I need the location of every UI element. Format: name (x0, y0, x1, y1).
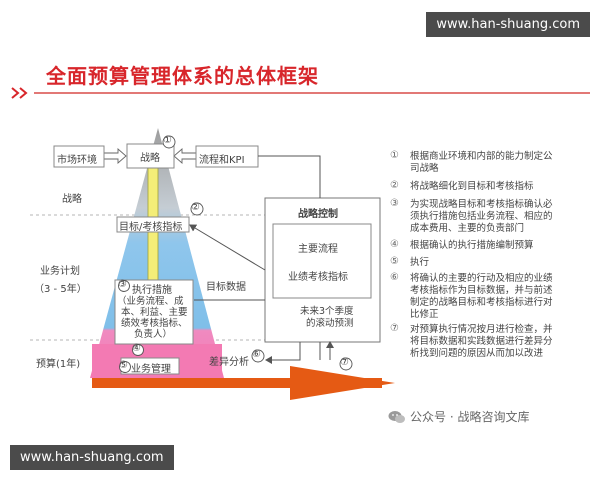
exec-measures-label: 执行措施 (132, 285, 172, 296)
step-7-line-3: 析找到问题的原因从而加以改进 (410, 348, 544, 359)
marker-4: ④ (132, 343, 141, 354)
page-title: 全面预算管理体系的总体框架 (46, 64, 319, 88)
watermark-bottom: www.han-shuang.com (10, 445, 174, 470)
timeline-arrow (92, 366, 395, 400)
title-arrow-icon (11, 87, 28, 99)
step-3-number: ③ (390, 198, 399, 209)
step-2-line-1: 将战略细化到目标和考核指标 (410, 181, 534, 192)
business-plan-years-label: （3 - 5年） (34, 284, 87, 295)
step-6-line-3: 制定的战略目标和考核指标进行对 (410, 297, 553, 308)
wechat-brand: 公众号 · 战略咨询文库 (388, 408, 529, 425)
target-data-label: 目标数据 (206, 282, 246, 293)
measures-detail-4: 负责人） (134, 329, 173, 340)
watermark-top: www.han-shuang.com (426, 12, 590, 37)
step-5-line-1: 执行 (410, 257, 430, 268)
kpi-label: 业绩考核指标 (288, 272, 348, 283)
marker-7: ⑦ (340, 357, 349, 368)
marker-2: ② (191, 202, 200, 213)
step-2-number: ② (390, 180, 399, 191)
step-3-line-1: 为实现战略目标和考核指标确认必 (410, 199, 553, 210)
brand-text: 公众号 · 战略咨询文库 (410, 410, 530, 424)
marker-1: ① (163, 135, 172, 146)
budget-year-label: 预算(1年) (36, 359, 81, 370)
target-kpi-label: 目标/考核指标 (119, 222, 183, 233)
business-plan-label: 业务计划 (40, 266, 80, 277)
step-1-number: ① (390, 150, 399, 161)
marker-6: ⑥ (252, 349, 261, 360)
step-1-line-2: 司战略 (410, 163, 439, 174)
measures-detail-3: 绩效考核指标、 (121, 318, 188, 329)
main-process-label: 主要流程 (298, 244, 338, 255)
measures-detail-1: （业务流程、成 (117, 296, 184, 307)
market-environment-label: 市场环境 (57, 155, 97, 166)
measures-detail-2: 本、利益、主要 (121, 307, 188, 318)
business-mgmt-label: 业务管理 (131, 364, 171, 375)
process-kpi-label: 流程和KPI (199, 155, 245, 166)
step-6-line-2: 考核指标作为目标数据，并与前述 (410, 285, 553, 296)
step-4-line-1: 根据确认的执行措施编制预算 (410, 240, 534, 251)
step-7-number: ⑦ (390, 323, 399, 334)
marker-5: ⑤ (119, 360, 128, 371)
step-3-line-3: 成本费用、主要的负责部门 (410, 223, 525, 234)
step-7-line-1: 对预算执行情况按月进行检查，并 (410, 324, 553, 335)
step-6-number: ⑥ (390, 272, 399, 283)
step-7-line-2: 将目标数据和实践数据进行差异分 (410, 336, 553, 347)
marker-3: ③ (118, 279, 127, 290)
title-divider (34, 92, 590, 94)
step-3-line-2: 须执行措施包括业务流程、相应的 (410, 211, 553, 222)
strategic-control-label: 战略控制 (298, 209, 338, 220)
step-1-line-1: 根据商业环境和内部的能力制定公 (410, 151, 553, 162)
strategy-box-label: 战略 (140, 153, 160, 164)
step-6-line-1: 将确认的主要的行动及相应的业绩 (410, 273, 553, 284)
rolling-forecast-1: 未来3个季度 (300, 306, 354, 317)
rolling-forecast-2: 的滚动预测 (306, 318, 354, 329)
strategy-level-label: 战略 (62, 194, 82, 205)
step-4-number: ④ (390, 239, 399, 250)
variance-analysis-label: 差异分析 (209, 357, 249, 368)
step-6-line-4: 比修正 (410, 309, 439, 320)
step-5-number: ⑤ (390, 256, 399, 267)
wechat-icon (388, 410, 405, 423)
